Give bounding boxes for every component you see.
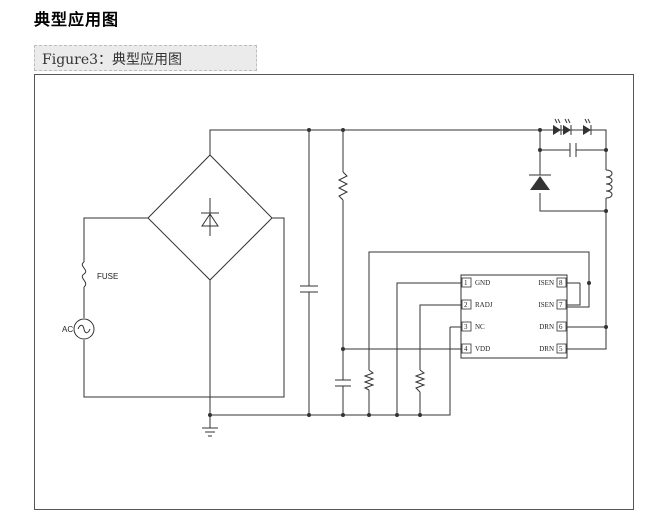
pin-6-number: 6 [559, 323, 563, 331]
pin-2-number: 2 [464, 301, 468, 309]
fuse-label: FUSE [97, 272, 118, 281]
fuse-icon [81, 261, 87, 288]
page-title: 典型应用图 [34, 10, 120, 29]
pin-8-number: 8 [559, 279, 563, 287]
figure-caption: Figure3：典型应用图 [42, 52, 183, 68]
ground-icon [202, 427, 218, 437]
resistor-icon [363, 369, 375, 391]
pin-7-number: 7 [559, 301, 563, 309]
ac-label: AC [62, 325, 73, 334]
pin-6-name: DRN [539, 323, 554, 331]
pin-5-number: 5 [559, 345, 563, 353]
pin-1-number: 1 [464, 279, 468, 287]
junction-dots [208, 128, 608, 417]
resistor-icon [337, 171, 349, 201]
capacitor-icon [335, 379, 351, 387]
pin-4-number: 4 [464, 345, 468, 353]
pin-4-name: VDD [475, 345, 490, 353]
isen-link [567, 283, 581, 306]
wires [83, 129, 607, 428]
pin-3-number: 3 [464, 323, 468, 331]
schematic-frame [34, 74, 634, 510]
inductor-icon [605, 169, 613, 199]
pin-1-name: GND [475, 279, 490, 287]
pin-5-name: DRN [539, 345, 554, 353]
pin-3-name: NC [475, 323, 485, 331]
figure-caption-tab [34, 45, 257, 71]
bridge-rectifier-icon [147, 154, 273, 281]
capacitor-icon [300, 285, 318, 293]
capacitor-icon [569, 143, 577, 157]
pin-8-name: ISEN [538, 279, 554, 287]
pin-7-name: ISEN [538, 301, 554, 309]
ic-chip: 1 GND 2 RADJ 3 NC 4 VDD 8 ISEN 7 ISEN 6 … [460, 274, 568, 359]
led-icon [553, 118, 592, 135]
resistor-icon [414, 369, 426, 393]
diode-icon [529, 174, 551, 190]
pin-2-name: RADJ [475, 301, 493, 309]
ac-source-icon [73, 318, 95, 340]
